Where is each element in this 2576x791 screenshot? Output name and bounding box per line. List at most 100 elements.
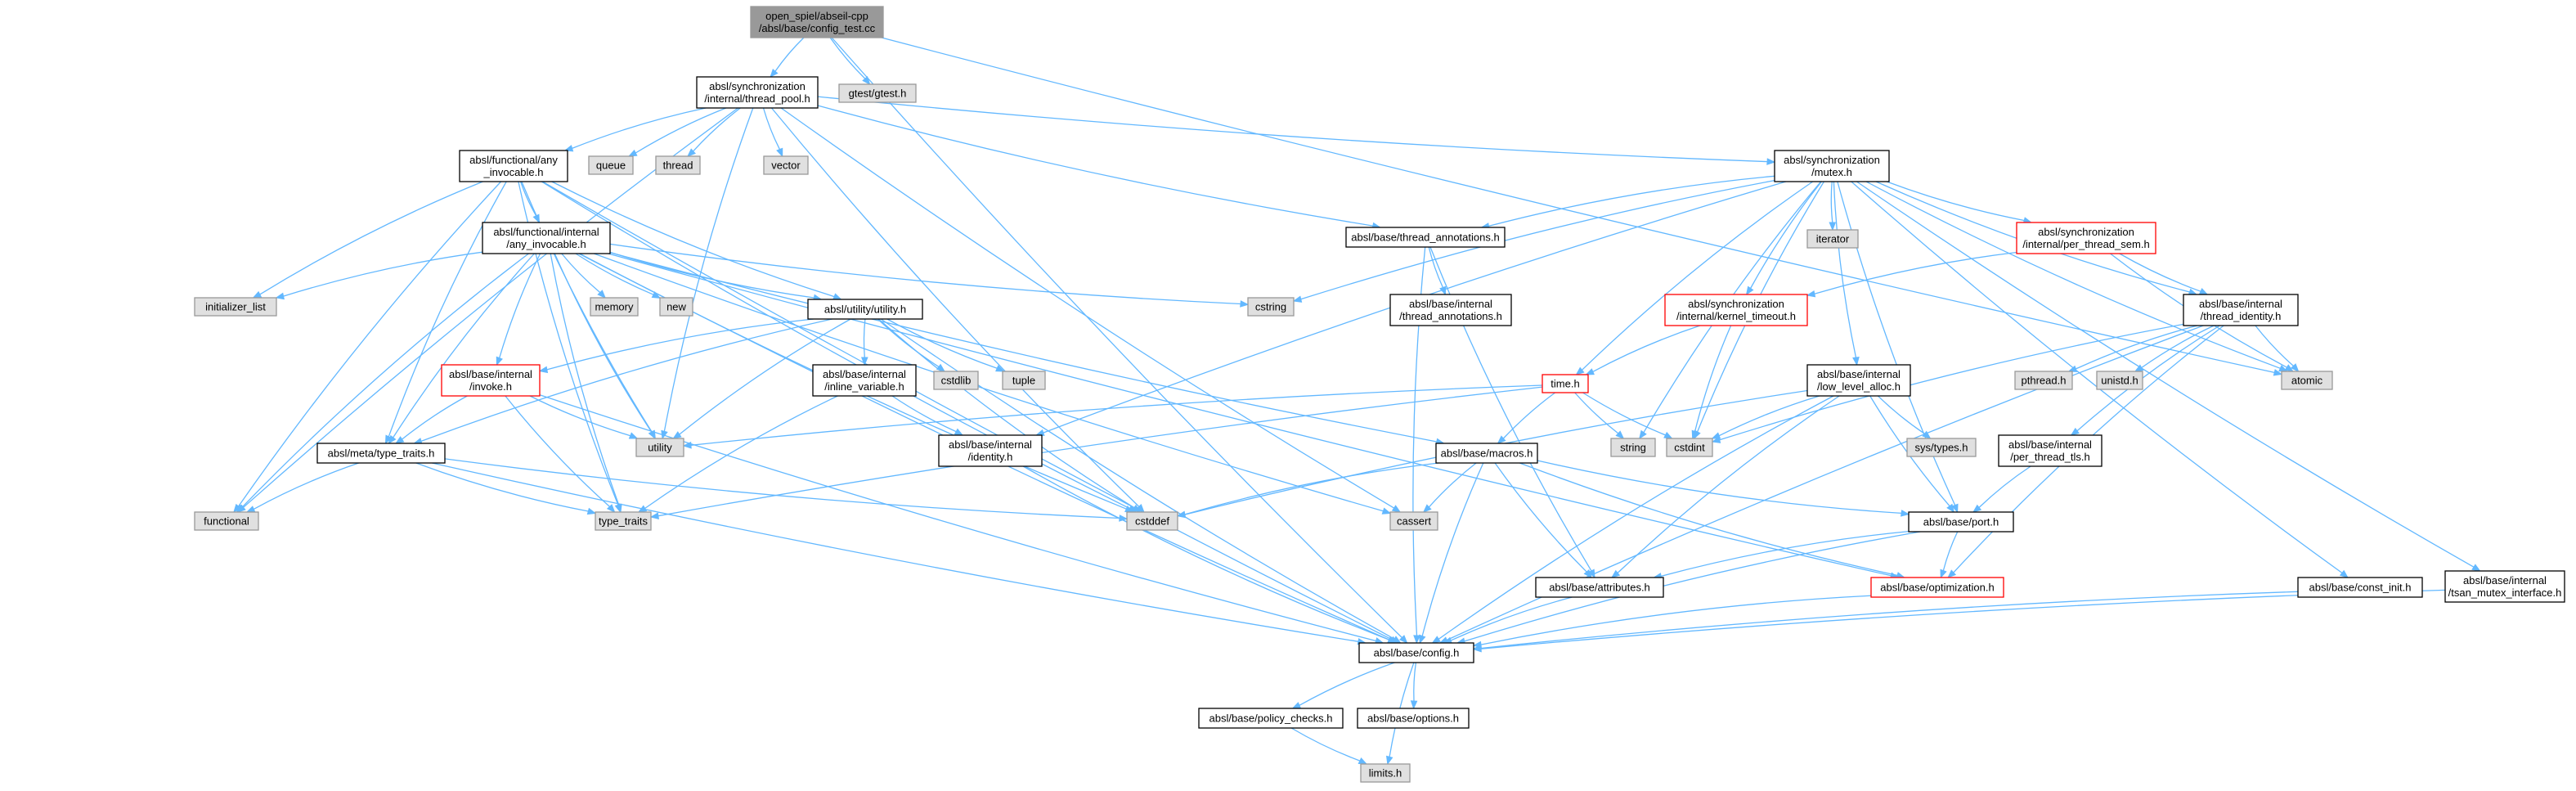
edge-arrowhead <box>1358 757 1368 765</box>
edge-line <box>550 253 620 506</box>
edge-arrowhead <box>936 363 946 372</box>
edge-line <box>253 462 359 510</box>
edge-arrowhead <box>1922 430 1932 439</box>
edge-line <box>1413 662 1417 702</box>
edge-line <box>1299 662 1395 706</box>
edge-internal_any_invocable-to-initializer_list <box>275 251 483 300</box>
node-box <box>1389 511 1438 531</box>
node-cstdint: cstdint <box>1666 438 1713 457</box>
edge-arrowhead <box>1292 295 1303 303</box>
node-thread-annotations[interactable]: absl/base/thread_annotations.h <box>1345 227 1506 248</box>
node-optimization[interactable]: absl/base/optimization.h <box>1870 577 2004 598</box>
node-identity[interactable]: absl/base/internal/identity.h <box>938 434 1043 467</box>
edge-internal_any_invocable-to-new <box>575 253 662 299</box>
node-label-line: time.h <box>1551 378 1579 390</box>
edge-attributes-to-config <box>1443 596 1573 644</box>
node-label-line: cstddef <box>1135 515 1169 528</box>
node-label-line: absl/base/internal <box>2199 298 2282 310</box>
edge-line <box>1290 727 1361 762</box>
node-thread-pool[interactable]: absl/synchronization/internal/thread_poo… <box>696 76 819 109</box>
node-mutex[interactable]: absl/synchronization/mutex.h <box>1774 150 1890 182</box>
edge-line <box>1830 181 1833 223</box>
edge-line <box>817 96 1768 163</box>
node-label-line: /low_level_alloc.h <box>1817 380 1901 393</box>
edge-line <box>519 181 537 217</box>
node-const-init[interactable]: absl/base/const_init.h <box>2297 577 2423 598</box>
node-label-line: tuple <box>1012 375 1035 387</box>
edge-arrowhead <box>627 149 638 157</box>
node-time-h[interactable]: time.h <box>1542 374 1589 393</box>
node-box <box>635 438 684 457</box>
node-attributes[interactable]: absl/base/attributes.h <box>1535 577 1664 598</box>
node-label-line: absl/base/internal <box>1817 368 1901 380</box>
edge-arrowhead <box>1663 431 1673 439</box>
edge-arrowhead <box>1131 504 1142 513</box>
edge-thread_identity-to-pthread <box>2067 325 2197 372</box>
edge-arrowhead <box>615 503 622 514</box>
edge-line <box>1886 181 2025 222</box>
node-label-line: memory <box>595 301 634 313</box>
node-type-traits-h[interactable]: absl/meta/type_traits.h <box>316 443 446 464</box>
edge-line <box>283 251 483 297</box>
node-label-line: cassert <box>1397 515 1431 528</box>
edge-arrowhead <box>628 432 639 439</box>
node-config[interactable]: absl/base/config.h <box>1358 642 1474 663</box>
edge-line <box>831 37 1402 638</box>
node-options[interactable]: absl/base/options.h <box>1357 708 1470 729</box>
node-label-line: absl/synchronization <box>2038 226 2134 238</box>
edge-arrowhead <box>1711 432 1721 439</box>
node-any-invocable[interactable]: absl/functional/any_invocable.h <box>459 150 568 182</box>
edge-line <box>1851 181 2343 573</box>
edge-config_test-to-thread_pool <box>770 37 805 79</box>
edge-arrowhead <box>538 366 549 374</box>
node-thread-identity[interactable]: absl/base/internal/thread_identity.h <box>2183 294 2299 326</box>
edge-line <box>1502 392 1555 439</box>
node-kernel-timeout[interactable]: absl/synchronization/internal/kernel_tim… <box>1664 294 1808 326</box>
edge-arrowhead <box>1391 505 1402 513</box>
edge-line <box>539 394 1376 642</box>
edge-arrowhead <box>1745 285 1754 296</box>
edge-line <box>644 395 838 510</box>
edge-arrowhead <box>1615 430 1625 439</box>
node-box <box>1345 227 1506 248</box>
edge-mutex-to-cstring <box>1292 179 1775 303</box>
edge-arrowhead <box>1410 700 1418 710</box>
edge-mutex-to-tsan_mutex <box>1856 181 2481 572</box>
edge-line <box>770 107 1140 507</box>
node-port[interactable]: absl/base/port.h <box>1908 511 2014 533</box>
node-label-line: _invocable.h <box>483 166 544 178</box>
node-label-line: cstdlib <box>941 375 972 387</box>
edge-internal_any_invocable-to-cstring <box>609 243 1250 308</box>
edge-internal_any_invocable-to-functional <box>236 253 529 513</box>
node-low-level-alloc[interactable]: absl/base/internal/low_level_alloc.h <box>1806 364 1911 397</box>
edge-line <box>1184 462 1438 515</box>
node-label-line: vector <box>771 160 801 172</box>
edge-time_h-to-macros <box>1497 392 1555 444</box>
edge-line <box>2076 325 2220 432</box>
node-utility-h[interactable]: absl/utility/utility.h <box>807 299 923 320</box>
node-internal-any-invocable[interactable]: absl/functional/internal/any_invocable.h <box>482 222 611 254</box>
node-box <box>1998 434 2103 467</box>
edge-arrowhead <box>388 434 397 445</box>
node-invoke[interactable]: absl/base/internal/invoke.h <box>441 364 541 397</box>
edge-any_invocable-to-type_traits_h <box>384 181 507 445</box>
node-box <box>459 150 568 182</box>
edge-line <box>891 395 957 433</box>
node-label-line: absl/base/internal <box>449 368 532 380</box>
node-internal-thread-annotations[interactable]: absl/base/internal/thread_annotations.h <box>1389 294 1512 326</box>
node-box <box>194 511 259 531</box>
node-box <box>1908 511 2014 533</box>
node-macros[interactable]: absl/base/macros.h <box>1435 443 1538 464</box>
edge-line <box>432 462 1359 642</box>
edge-port-to-optimization <box>1940 531 1959 579</box>
edge-policy_checks-to-limits <box>1290 727 1368 765</box>
node-per-thread-sem[interactable]: absl/synchronization/internal/per_thread… <box>2016 222 2156 254</box>
edge-line <box>762 107 780 150</box>
edge-arrowhead <box>1946 503 1955 514</box>
node-per-thread-tls[interactable]: absl/base/internal/per_thread_tls.h <box>1998 434 2103 467</box>
node-label-line: absl/base/attributes.h <box>1549 582 1650 594</box>
node-inline-variable[interactable]: absl/base/internal/inline_variable.h <box>812 364 917 397</box>
node-policy-checks[interactable]: absl/base/policy_checks.h <box>1198 708 1344 729</box>
node-tsan-mutex[interactable]: absl/base/internal/tsan_mutex_interface.… <box>2444 570 2565 603</box>
node-config-test[interactable]: open_spiel/abseil-cpp/absl/base/config_t… <box>750 6 884 38</box>
